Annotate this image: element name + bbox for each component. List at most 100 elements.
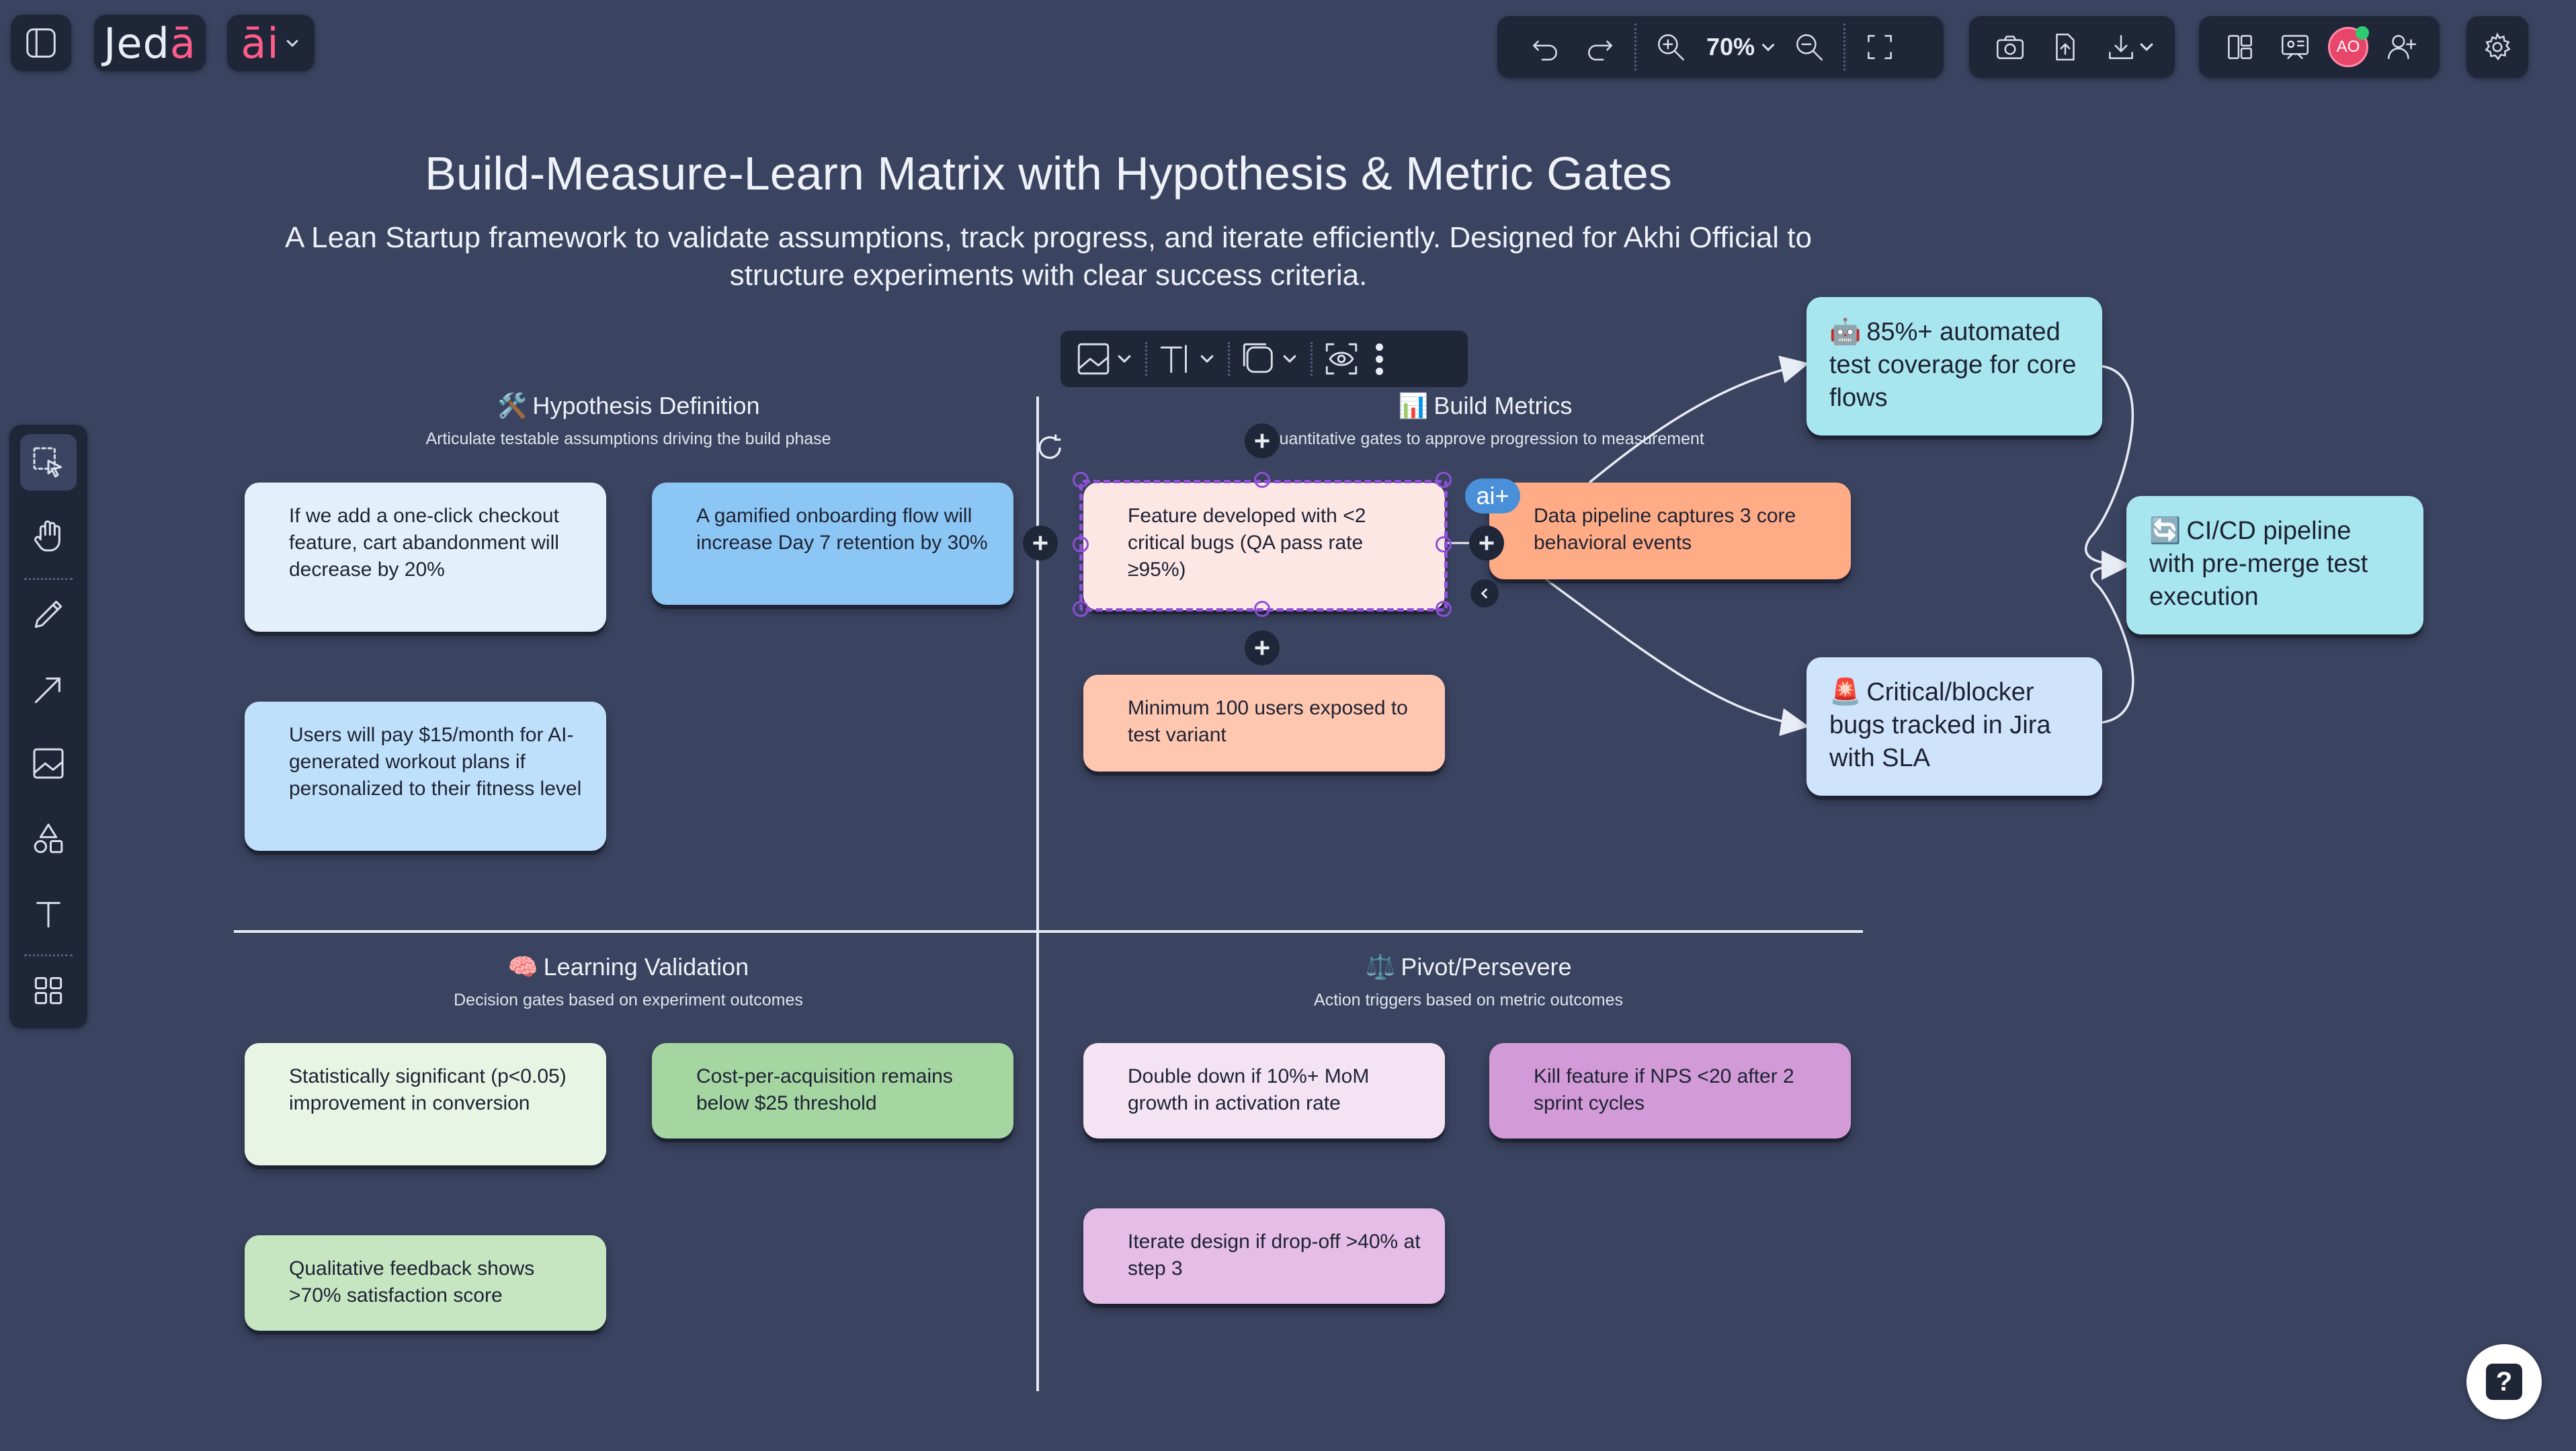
image-icon xyxy=(33,748,64,779)
robot-icon: 🤖 xyxy=(1829,318,1862,346)
sticky-note-pivot[interactable]: Iterate design if drop-off >40% at step … xyxy=(1083,1208,1445,1304)
undo-button[interactable] xyxy=(1518,19,1573,75)
shape-tool-button[interactable] xyxy=(20,811,77,867)
settings-button[interactable] xyxy=(2466,16,2528,78)
card-text: Critical/blocker bugs tracked in Jira wi… xyxy=(1829,678,2051,772)
download-button[interactable] xyxy=(2093,19,2167,75)
help-icon: ? xyxy=(2486,1364,2522,1400)
help-button[interactable]: ? xyxy=(2466,1344,2542,1419)
zoom-level-dropdown[interactable]: 70% xyxy=(1702,33,1778,61)
upload-button[interactable] xyxy=(2038,19,2093,75)
plus-icon xyxy=(1255,640,1270,655)
resize-handle[interactable] xyxy=(1073,601,1089,617)
sticky-note-build-metric[interactable]: Minimum 100 users exposed to test varian… xyxy=(1083,675,1445,772)
select-cursor-icon xyxy=(33,447,63,478)
invite-user-button[interactable] xyxy=(2374,19,2429,75)
fullscreen-icon xyxy=(1868,35,1892,59)
more-options-button[interactable] xyxy=(1369,343,1389,375)
zoom-out-icon xyxy=(1796,34,1823,60)
export-toolbar xyxy=(1969,16,2175,78)
chevron-down-icon xyxy=(1118,355,1131,363)
focus-view-button[interactable] xyxy=(1322,339,1361,378)
sticky-note-metric-detail[interactable]: 🤖85%+ automated test coverage for core f… xyxy=(1806,297,2102,436)
chevron-left-icon xyxy=(1481,588,1488,599)
collapse-button[interactable] xyxy=(1470,579,1499,608)
resize-handle[interactable] xyxy=(1436,601,1452,617)
add-connected-node-bottom[interactable] xyxy=(1245,630,1280,665)
add-connected-node-left[interactable] xyxy=(1023,526,1058,561)
sticky-note-hypothesis[interactable]: Users will pay $15/month for AI-generate… xyxy=(245,702,606,851)
plus-icon xyxy=(1255,433,1270,448)
resize-handle[interactable] xyxy=(1436,472,1452,488)
resize-handle[interactable] xyxy=(1254,601,1270,617)
sidebar-toggle-button[interactable] xyxy=(11,15,71,71)
ai-menu-button[interactable]: āi xyxy=(227,15,315,71)
components-tool-button[interactable] xyxy=(20,962,77,1019)
dot xyxy=(1375,367,1383,375)
hand-icon xyxy=(34,520,60,552)
text-tool-button[interactable] xyxy=(20,886,77,942)
zoom-out-button[interactable] xyxy=(1782,19,1837,75)
quadrant-build-header: 📊Build Metrics Quantitative gates to app… xyxy=(1216,392,1754,449)
sticky-note-pivot[interactable]: Kill feature if NPS <20 after 2 sprint c… xyxy=(1489,1043,1851,1138)
image-tool-button[interactable] xyxy=(20,735,77,792)
sticky-note-hypothesis[interactable]: If we add a one-click checkout feature, … xyxy=(245,483,606,632)
text-style-button[interactable] xyxy=(1157,339,1228,378)
plus-icon xyxy=(1479,536,1494,550)
sticky-note-learning[interactable]: Statistically significant (p<0.05) impro… xyxy=(245,1043,606,1165)
presentation-icon xyxy=(2282,35,2309,59)
resize-handle[interactable] xyxy=(1073,536,1089,552)
shapes-icon xyxy=(34,823,63,854)
rotate-icon xyxy=(1038,434,1061,459)
add-connected-node-right[interactable] xyxy=(1469,526,1504,561)
chevron-down-icon xyxy=(1200,355,1214,363)
matrix-horizontal-axis xyxy=(234,930,1863,933)
sticky-note-metric-detail[interactable]: 🚨Critical/blocker bugs tracked in Jira w… xyxy=(1806,657,2102,796)
hand-tool-button[interactable] xyxy=(20,508,77,565)
sticky-note-learning[interactable]: Qualitative feedback shows >70% satisfac… xyxy=(245,1235,606,1331)
quadrant-subtitle: Decision gates based on experiment outco… xyxy=(454,991,803,1009)
quadrant-title: 🛠️Hypothesis Definition xyxy=(497,392,760,419)
page-title: Build-Measure-Learn Matrix with Hypothes… xyxy=(425,147,1672,200)
sticky-note-pivot[interactable]: Double down if 10%+ MoM growth in activa… xyxy=(1083,1043,1445,1138)
card-text: CI/CD pipeline with pre-merge test execu… xyxy=(2149,517,2368,611)
quadrant-learning-header: 🧠Learning Validation Decision gates base… xyxy=(376,953,880,1010)
fit-screen-button[interactable] xyxy=(1852,19,1907,75)
sidebar-panel-icon xyxy=(26,28,56,58)
sticky-note-build-metric[interactable]: Data pipeline captures 3 core behavioral… xyxy=(1489,483,1851,579)
camera-icon xyxy=(1997,36,2024,59)
image-fill-icon xyxy=(1077,343,1110,375)
shape-style-button[interactable] xyxy=(1239,339,1311,378)
user-avatar[interactable]: AO xyxy=(2328,26,2369,67)
zoom-in-button[interactable] xyxy=(1643,19,1698,75)
rotate-handle[interactable] xyxy=(1032,430,1067,465)
pen-tool-button[interactable] xyxy=(20,586,77,642)
quadrant-subtitle: Action triggers based on metric outcomes xyxy=(1314,991,1623,1009)
screenshot-button[interactable] xyxy=(1983,19,2038,75)
pencil-icon xyxy=(34,600,63,628)
resize-handle[interactable] xyxy=(1254,472,1270,488)
collaboration-toolbar: AO xyxy=(2199,16,2440,78)
ai-plus-button[interactable]: ai+ xyxy=(1465,479,1520,513)
resize-handle[interactable] xyxy=(1073,472,1089,488)
presentation-button[interactable] xyxy=(2268,19,2323,75)
chevron-down-icon xyxy=(1283,355,1296,363)
resize-handle[interactable] xyxy=(1436,536,1452,552)
layout-panels-icon xyxy=(2228,35,2252,59)
sticky-note-build-metric-selected[interactable]: Feature developed with <2 critical bugs … xyxy=(1083,483,1445,610)
select-tool-button[interactable] xyxy=(20,434,77,491)
fill-style-button[interactable] xyxy=(1074,339,1145,378)
add-connected-node-top[interactable] xyxy=(1245,423,1280,458)
shape-outline-icon xyxy=(1243,343,1273,373)
sticky-note-metric-detail[interactable]: 🔄CI/CD pipeline with pre-merge test exec… xyxy=(2126,496,2423,634)
avatar-initials: AO xyxy=(2336,38,2360,56)
layout-button[interactable] xyxy=(2212,19,2268,75)
sticky-note-learning[interactable]: Cost-per-acquisition remains below $25 t… xyxy=(652,1043,1013,1138)
redo-button[interactable] xyxy=(1573,19,1628,75)
file-upload-icon xyxy=(2056,34,2075,60)
app-logo[interactable]: Jedā xyxy=(94,15,206,71)
refresh-icon: 🔄 xyxy=(2149,517,2182,545)
arrow-tool-button[interactable] xyxy=(20,661,77,718)
sticky-note-hypothesis[interactable]: A gamified onboarding flow will increase… xyxy=(652,483,1013,605)
quadrant-subtitle: Articulate testable assumptions driving … xyxy=(425,429,831,448)
